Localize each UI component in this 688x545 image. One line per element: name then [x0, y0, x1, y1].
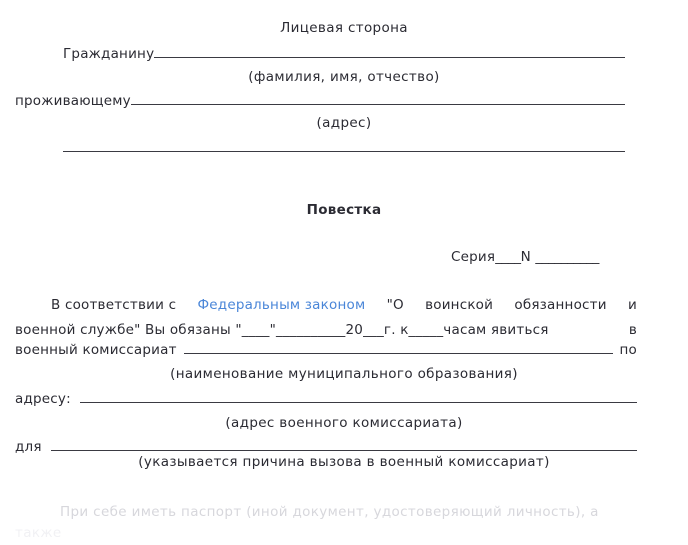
purpose-row: для: [15, 439, 637, 455]
paragraph-line-1: В соответствии с Федеральным законом "О …: [15, 293, 637, 318]
serial-row: Серия____N __________: [451, 249, 599, 265]
residing-field-row: проживающему: [15, 93, 625, 109]
commissariat-field-row: военный комиссариат по: [15, 342, 637, 358]
residing-input-rule[interactable]: [130, 104, 625, 105]
line1-segment-3: воинской: [425, 297, 494, 313]
footer-note-line-2: также: [15, 525, 62, 541]
line1-segment-5: и: [627, 297, 637, 313]
page-title: Повестка: [306, 202, 382, 218]
commissariat-tail-word: по: [619, 342, 637, 358]
line1-segment-1: В соответствии с: [51, 297, 177, 313]
residing-label: проживающему: [15, 93, 131, 109]
purpose-input-rule[interactable]: [50, 450, 637, 451]
paragraph-indent: В соответствии с: [15, 293, 176, 318]
line2-segment-1: военной службе" Вы обязаны "____"_______…: [15, 321, 549, 338]
commissariat-address-row: адресу:: [15, 391, 637, 407]
commissariat-address-caption: (адрес военного комиссариата): [225, 415, 463, 431]
footer-note-line-1: При себе иметь паспорт (иной документ, у…: [60, 504, 599, 520]
citizen-input-rule[interactable]: [154, 57, 625, 58]
federal-law-link[interactable]: Федеральным законом: [197, 297, 366, 313]
series-blank[interactable]: ____: [495, 249, 521, 265]
purpose-label: для: [15, 439, 42, 455]
line1-segment-2: "О: [386, 297, 404, 313]
citizen-label: Гражданину: [63, 46, 155, 62]
main-paragraph: В соответствии с Федеральным законом "О …: [15, 293, 637, 342]
extra-address-rule[interactable]: [63, 151, 625, 152]
side-heading: Лицевая сторона: [280, 20, 408, 36]
series-label: Серия: [451, 249, 496, 265]
document-page: Лицевая сторона Гражданину (фамилия, имя…: [15, 20, 637, 541]
number-blank[interactable]: __________: [535, 249, 599, 265]
citizen-field-row: Гражданину: [63, 46, 625, 62]
commissariat-address-rule[interactable]: [79, 402, 637, 403]
commissariat-address-label: адресу:: [15, 391, 71, 407]
address-caption: (адрес): [316, 115, 372, 131]
citizen-caption: (фамилия, имя, отчество): [248, 69, 440, 85]
commissariat-input-rule[interactable]: [183, 353, 613, 354]
commissariat-caption: (наименование муниципального образования…: [170, 366, 518, 382]
commissariat-label: военный комиссариат: [15, 342, 177, 358]
number-label: N: [520, 249, 531, 265]
line1-segment-4: обязанности: [514, 297, 607, 313]
purpose-caption: (указывается причина вызова в военный ко…: [138, 454, 550, 470]
paragraph-line-2: военной службе" Вы обязаны "____"_______…: [15, 318, 637, 343]
line2-segment-2: в: [628, 321, 637, 338]
